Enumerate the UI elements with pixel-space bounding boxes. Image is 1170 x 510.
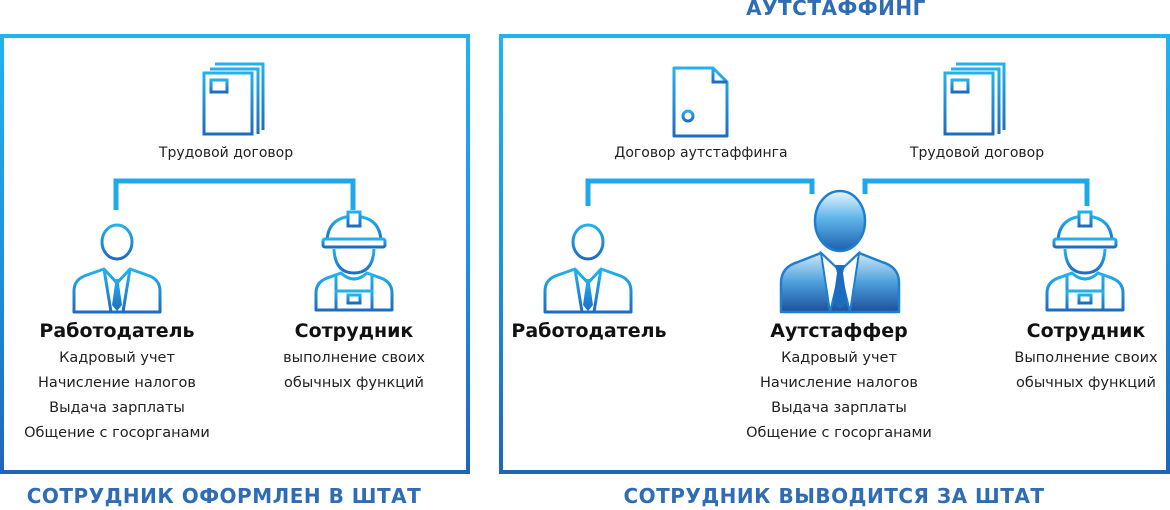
employer-title: Работодатель (511, 320, 667, 342)
list-item: Общение с госорганами (24, 425, 210, 441)
labor-contract-label: Трудовой договор (909, 145, 1045, 161)
businessman-icon (542, 223, 634, 315)
employee-title: Сотрудник (294, 320, 414, 342)
list-item: выполнение своих (283, 350, 425, 366)
employer-duties-list: Кадровый учет Начисление налогов Выдача … (24, 346, 210, 446)
employee-duties-list: Выполнение своих обычных функций (1014, 346, 1157, 396)
documents-icon (942, 60, 1010, 138)
list-item: Выдача зарплаты (49, 400, 185, 416)
left-panel (0, 34, 470, 474)
contract-connector-left (0, 0, 470, 220)
worker-helmet-icon (1044, 209, 1126, 313)
outstaffer-title: Аутстаффер (770, 320, 908, 342)
employer-title: Работодатель (39, 320, 195, 342)
businessman-icon (71, 223, 163, 315)
labor-contract-label: Трудовой договор (158, 145, 294, 161)
list-item: Общение с госорганами (746, 425, 932, 441)
worker-helmet-icon (313, 209, 395, 313)
contract-document-icon (671, 65, 731, 139)
list-item: обычных функций (284, 375, 424, 391)
list-item: Начисление налогов (38, 375, 196, 391)
list-item: Кадровый учет (59, 350, 175, 366)
list-item: Выдача зарплаты (771, 400, 907, 416)
manager-icon (778, 187, 902, 315)
employee-duties-list: выполнение своих обычных функций (283, 346, 425, 396)
outstaffing-contract-label: Договор аутстаффинга (614, 145, 788, 161)
list-item: Начисление налогов (760, 375, 918, 391)
contract-connector-right (0, 0, 1170, 220)
right-bottom-caption: СОТРУДНИК ВЫВОДИТСЯ ЗА ШТАТ (623, 484, 1045, 508)
documents-icon (201, 60, 269, 138)
list-item: обычных функций (1016, 375, 1156, 391)
right-panel (499, 34, 1170, 474)
left-bottom-caption: СОТРУДНИК ОФОРМЛЕН В ШТАТ (26, 484, 422, 508)
top-title: АУТСТАФФИНГ (746, 0, 926, 20)
employee-title: Сотрудник (1026, 320, 1146, 342)
list-item: Выполнение своих (1014, 350, 1158, 366)
outstaffer-duties-list: Кадровый учет Начисление налогов Выдача … (746, 346, 932, 446)
list-item: Кадровый учет (781, 350, 897, 366)
